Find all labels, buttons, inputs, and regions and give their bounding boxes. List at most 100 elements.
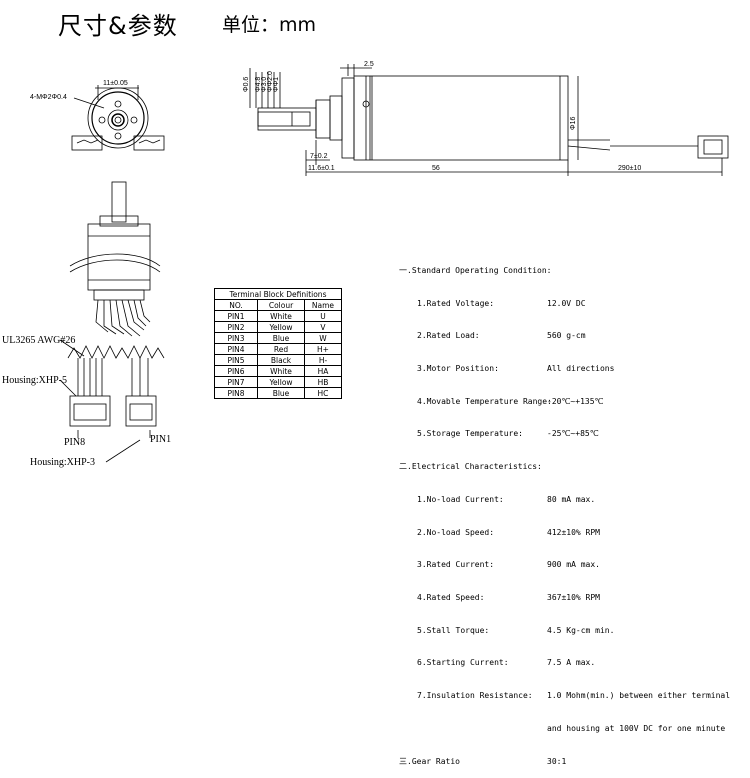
pin-name: U bbox=[304, 310, 342, 322]
section-heading: 二.Electrical Characteristics: bbox=[399, 462, 542, 472]
spec-key: 5.Stall Torque: bbox=[417, 625, 490, 635]
pin-name: H- bbox=[304, 354, 342, 366]
spec-value: 7.5 A max. bbox=[547, 658, 596, 668]
pin-colour: Black bbox=[257, 354, 305, 366]
spec-key: 2.Rated Load: bbox=[417, 331, 480, 341]
spec-row: and housing at 100V DC for one minute bbox=[399, 724, 725, 735]
pin-name: W bbox=[304, 332, 342, 344]
spec-key: 4.Movable Temperature Range: bbox=[417, 396, 552, 406]
pin1-label: PIN1 bbox=[150, 434, 171, 445]
spec-value: -20℃~+135℃ bbox=[547, 396, 604, 406]
spec-value: 900 mA max. bbox=[547, 560, 600, 570]
pin-colour: Yellow bbox=[257, 376, 305, 388]
dim-shaft: 7±0.2 bbox=[310, 153, 328, 160]
spec-key: 5.Storage Temperature: bbox=[417, 429, 523, 439]
hole-callout: 4-MΦ2Φ0.4 bbox=[30, 94, 67, 101]
pin-colour: White bbox=[257, 310, 305, 322]
pin-colour: White bbox=[257, 365, 305, 377]
pin-no: PIN2 bbox=[214, 321, 258, 333]
terminal-block-table: Terminal Block Definitions NO. Colour Na… bbox=[214, 288, 342, 399]
dim-wire: 290±10 bbox=[618, 165, 641, 172]
spec-key: 6.Starting Current: bbox=[417, 658, 509, 668]
spec-key: 7.Insulation Resistance: bbox=[417, 691, 533, 701]
dim-left-1: Φ4.8 bbox=[255, 77, 262, 92]
spec-row: 4.Movable Temperature Range:-20℃~+135℃ bbox=[399, 396, 604, 408]
pin-colour: Blue bbox=[257, 387, 305, 399]
section-heading: 一.Standard Operating Condition: bbox=[399, 265, 552, 275]
pin-colour: Red bbox=[257, 343, 305, 355]
spec-row: 3.Motor Position: All directions bbox=[399, 363, 614, 375]
housing-3-label: Housing:XHP-3 bbox=[30, 457, 95, 468]
cable-label: UL3265 AWG#26 bbox=[2, 335, 75, 346]
width-dim: 11±0.05 bbox=[103, 80, 128, 87]
dim-left-0: Φ0.6 bbox=[243, 77, 250, 92]
spec-row: 6.Starting Current: 7.5 A max. bbox=[399, 658, 595, 669]
page-title: 尺寸&参数 bbox=[58, 12, 178, 40]
pin-name: HC bbox=[304, 387, 342, 399]
pin-colour: Yellow bbox=[257, 321, 305, 333]
pin-no: PIN8 bbox=[214, 387, 258, 399]
pin-name: HA bbox=[304, 365, 342, 377]
dim-body: 56 bbox=[432, 165, 440, 172]
spec-value: 4.5 Kg-cm min. bbox=[547, 625, 615, 635]
spec-key: 2.No-load Speed: bbox=[417, 527, 495, 537]
pin-name: V bbox=[304, 321, 342, 333]
header-no: NO. bbox=[214, 299, 258, 311]
spec-row: 3.Rated Current: 900 mA max. bbox=[399, 560, 600, 571]
dim-lead: 11.6±0.1 bbox=[308, 165, 335, 172]
gear-ratio: 30:1 bbox=[547, 756, 567, 766]
housing-5-label: Housing:XHP-5 bbox=[2, 375, 67, 386]
spec-row: 4.Rated Speed: 367±10% RPM bbox=[399, 593, 600, 604]
section-heading: 三.Gear Ratio bbox=[399, 756, 460, 766]
spec-key: 3.Rated Current: bbox=[417, 560, 495, 570]
spec-key: 4.Rated Speed: bbox=[417, 593, 485, 602]
dim-left-3: ΦΦ2.0 bbox=[267, 71, 274, 92]
spec-row: 三.Gear Ratio 30:1 bbox=[399, 756, 566, 768]
spec-row: 5.Storage Temperature: -25℃~+85℃ bbox=[399, 429, 599, 440]
pin-name: H+ bbox=[304, 343, 342, 355]
spec-value: 412±10% RPM bbox=[547, 527, 600, 537]
front-view bbox=[71, 85, 165, 151]
spec-key: 3.Motor Position: bbox=[417, 363, 499, 373]
spec-row: 7.Insulation Resistance:1.0 Mohm(min.) b… bbox=[399, 691, 730, 702]
header-name: Name bbox=[304, 299, 342, 311]
spec-value: 367±10% RPM bbox=[547, 593, 600, 602]
pin8-label: PIN8 bbox=[64, 437, 85, 448]
pin-no: PIN5 bbox=[214, 354, 258, 366]
dim-left-4: ΦΦ1 bbox=[273, 77, 280, 92]
pin-no: PIN7 bbox=[214, 376, 258, 388]
spec-row: 1.Rated Voltage: 12.0V DC bbox=[399, 298, 586, 310]
pin-no: PIN6 bbox=[214, 365, 258, 377]
specifications: 一.Standard Operating Condition: 1.Rated … bbox=[399, 244, 730, 778]
spec-row: 2.Rated Load: 560 g-cm bbox=[399, 331, 586, 342]
spec-value: 560 g-cm bbox=[547, 331, 586, 341]
motor-wiring-view bbox=[59, 181, 165, 463]
spec-key: 1.No-load Current: bbox=[417, 494, 504, 504]
spec-row: 2.No-load Speed: 412±10% RPM bbox=[399, 527, 600, 539]
side-view bbox=[249, 64, 729, 176]
spec-value: 12.0V DC bbox=[547, 298, 586, 308]
unit-label: 单位：mm bbox=[222, 14, 317, 36]
spec-row: 5.Stall Torque: 4.5 Kg-cm min. bbox=[399, 625, 614, 637]
pin-no: PIN3 bbox=[214, 332, 258, 344]
spec-value: All directions bbox=[547, 363, 615, 373]
dim-left-2: Φ3.0 bbox=[261, 77, 268, 92]
spec-value-cont: and housing at 100V DC for one minute bbox=[547, 723, 726, 733]
pin-no: PIN1 bbox=[214, 310, 258, 322]
spec-value: -25℃~+85℃ bbox=[547, 429, 599, 439]
pin-colour: Blue bbox=[257, 332, 305, 344]
spec-row: 1.No-load Current: 80 mA max. bbox=[399, 494, 595, 506]
technical-drawing: 4-MΦ2Φ0.4 11±0.05 Φ0.6 Φ4.8 Φ3.0 ΦΦ2.0 Φ… bbox=[2, 61, 729, 468]
pin-name: HB bbox=[304, 376, 342, 388]
spec-value: 80 mA max. bbox=[547, 494, 596, 504]
table-caption: Terminal Block Definitions bbox=[214, 288, 342, 300]
spec-key: 1.Rated Voltage: bbox=[417, 298, 495, 308]
